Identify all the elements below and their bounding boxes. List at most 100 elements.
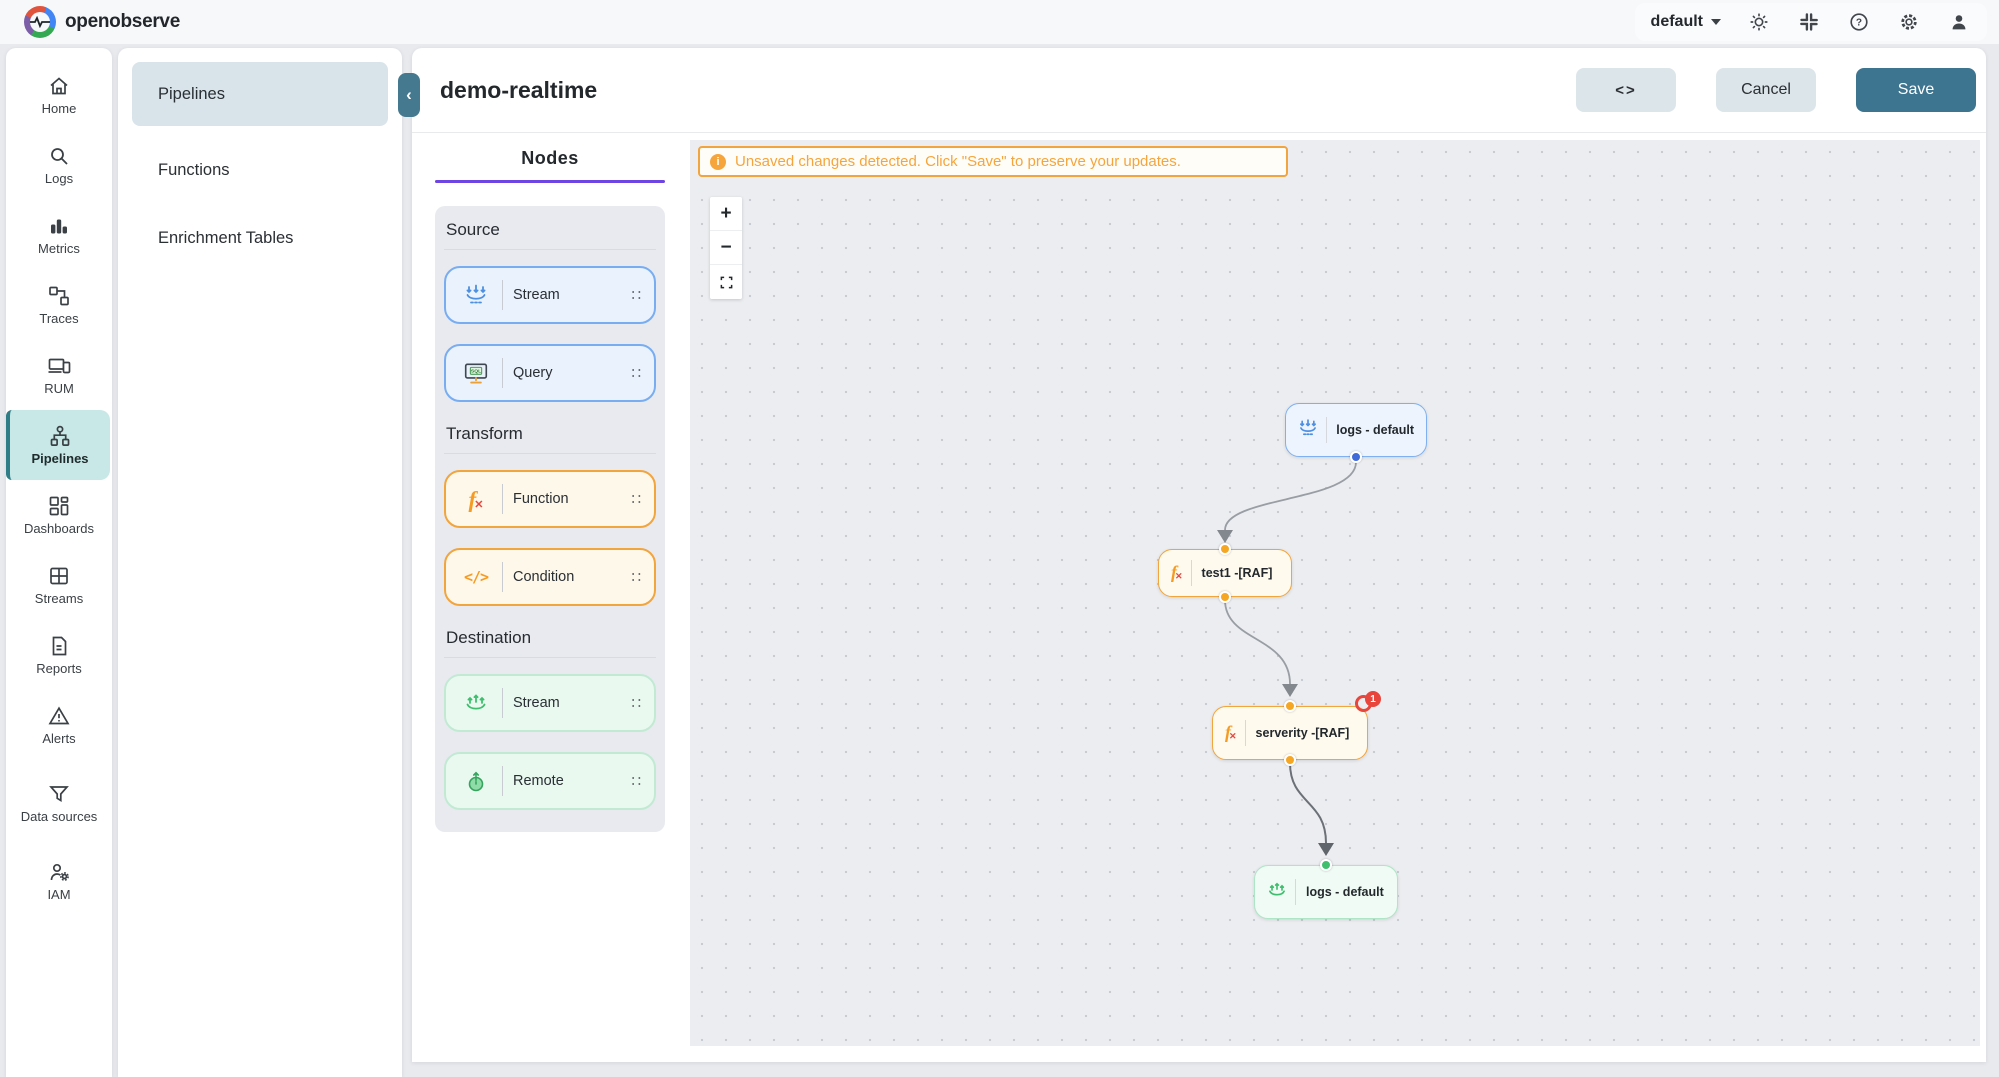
canvas-zoom-controls: + − <box>710 197 742 299</box>
sidebar-item-rum[interactable]: RUM <box>6 340 112 410</box>
sidebar-item-alerts[interactable]: Alerts <box>6 690 112 760</box>
cancel-button[interactable]: Cancel <box>1716 68 1816 112</box>
save-button[interactable]: Save <box>1856 68 1976 112</box>
pipelines-icon <box>50 425 70 446</box>
brand-name: openobserve <box>65 11 180 32</box>
zoom-out-button[interactable]: − <box>710 231 742 265</box>
subnav-item-enrichment-tables[interactable]: Enrichment Tables <box>158 228 294 247</box>
sidebar-item-pipelines[interactable]: Pipelines <box>6 410 110 480</box>
palette-item-condition[interactable]: </> Condition <box>444 548 656 606</box>
nodes-palette: Nodes Source Stream <box>435 148 665 832</box>
bar-chart-icon <box>51 219 68 234</box>
flow-node-destination-stream[interactable]: logs - default <box>1254 865 1398 919</box>
sidebar-item-home[interactable]: Home <box>6 60 112 130</box>
section-title-destination: Destination <box>446 628 532 647</box>
dashboards-icon <box>49 496 69 515</box>
topbar-controls: default ? <box>1634 3 1987 41</box>
active-tab-underline <box>435 180 665 183</box>
sidebar-item-dashboards[interactable]: Dashboards <box>6 480 112 550</box>
openobserve-logo-icon <box>24 6 56 38</box>
user-avatar-icon[interactable] <box>1947 10 1971 34</box>
drag-handle-icon[interactable] <box>631 490 642 508</box>
palette-item-remote-destination[interactable]: Remote <box>444 752 656 810</box>
subnav-item-pipelines[interactable]: Pipelines <box>132 62 388 126</box>
remote-icon <box>458 769 494 793</box>
sidebar-item-iam[interactable]: IAM <box>6 846 112 916</box>
output-handle[interactable] <box>1284 754 1296 766</box>
stream-out-icon <box>458 691 494 715</box>
org-selector[interactable]: default <box>1651 13 1721 31</box>
warning-triangle-icon <box>48 706 70 724</box>
flow-node-function-serverity[interactable]: f✕ serverity -[RAF] 1 <box>1212 691 1381 760</box>
traces-icon <box>49 286 69 305</box>
search-icon <box>51 147 68 165</box>
drag-handle-icon[interactable] <box>631 568 642 586</box>
output-handle[interactable] <box>1350 451 1362 463</box>
brand-logo[interactable]: openobserve <box>24 6 180 38</box>
edge-test1-to-serverity <box>1224 599 1291 685</box>
edge-source-to-test1 <box>1224 461 1357 531</box>
page-title: demo-realtime <box>440 76 598 103</box>
collapse-panel-button[interactable] <box>398 73 420 117</box>
palette-item-query-source[interactable]: SQL Query <box>444 344 656 402</box>
slack-icon[interactable] <box>1797 10 1821 34</box>
pipelines-subnav: Pipelines Functions Enrichment Tables <box>118 48 402 1077</box>
node-error-badge[interactable]: 1 <box>1355 691 1381 712</box>
sidebar-item-logs[interactable]: Logs <box>6 130 112 200</box>
drag-handle-icon[interactable] <box>631 772 642 790</box>
palette-item-stream-destination[interactable]: Stream <box>444 674 656 732</box>
function-icon: f✕ <box>1225 722 1237 742</box>
theme-toggle-icon[interactable] <box>1747 10 1771 34</box>
waveform-icon <box>30 16 50 28</box>
top-bar: openobserve default ? <box>0 0 1999 44</box>
input-handle[interactable] <box>1219 543 1231 555</box>
input-handle[interactable] <box>1284 700 1296 712</box>
org-selector-value: default <box>1650 13 1703 30</box>
subnav-item-functions[interactable]: Functions <box>158 160 230 179</box>
stream-in-icon <box>1298 418 1318 443</box>
funnel-icon <box>49 785 69 802</box>
streams-icon <box>50 567 68 584</box>
input-handle[interactable] <box>1320 859 1332 871</box>
chevron-down-icon <box>1711 19 1721 25</box>
pipeline-canvas[interactable]: i Unsaved changes detected. Click "Save"… <box>690 140 1980 1046</box>
nodes-palette-box: Source Stream <box>435 206 665 832</box>
user-gear-icon <box>50 863 69 881</box>
drag-handle-icon[interactable] <box>631 694 642 712</box>
svg-text:SQL: SQL <box>471 369 481 375</box>
editor-header: demo-realtime <> Cancel Save <box>412 48 1986 133</box>
sidebar-item-metrics[interactable]: Metrics <box>6 200 112 270</box>
pipeline-editor: demo-realtime <> Cancel Save Nodes Sourc… <box>412 48 1986 1062</box>
sidebar-item-streams[interactable]: Streams <box>6 550 112 620</box>
drag-handle-icon[interactable] <box>631 286 642 304</box>
nodes-palette-title: Nodes <box>521 148 579 168</box>
arrowhead-icon <box>1318 843 1334 856</box>
zoom-in-button[interactable]: + <box>710 197 742 231</box>
section-title-transform: Transform <box>446 424 523 443</box>
flow-node-function-test1[interactable]: f✕ test1 -[RAF] <box>1158 549 1292 597</box>
code-icon: <> <box>1615 81 1637 99</box>
function-icon: f✕ <box>1171 562 1183 582</box>
info-icon: i <box>710 153 726 170</box>
sidebar-item-traces[interactable]: Traces <box>6 270 112 340</box>
drag-handle-icon[interactable] <box>631 364 642 382</box>
flow-node-source-stream[interactable]: logs - default <box>1285 403 1427 457</box>
edge-serverity-to-destination <box>1289 762 1327 844</box>
sidebar-item-data-sources[interactable]: Data sources <box>6 760 112 846</box>
stream-in-icon <box>458 283 494 307</box>
palette-item-function[interactable]: f✕ Function <box>444 470 656 528</box>
settings-gear-icon[interactable] <box>1897 10 1921 34</box>
view-json-button[interactable]: <> <box>1576 68 1676 112</box>
sidebar-item-reports[interactable]: Reports <box>6 620 112 690</box>
palette-item-stream-source[interactable]: Stream <box>444 266 656 324</box>
output-handle[interactable] <box>1219 591 1231 603</box>
function-icon: f✕ <box>468 486 484 512</box>
editor-actions: <> Cancel Save <box>1576 68 1976 112</box>
help-icon[interactable]: ? <box>1847 10 1871 34</box>
home-icon <box>50 76 68 94</box>
flow-edges <box>1217 461 1357 856</box>
fit-view-button[interactable] <box>710 265 742 299</box>
main-sidebar: Home Logs Metrics Traces RUM Pipelines D… <box>6 48 112 1077</box>
svg-text:?: ? <box>1856 18 1862 29</box>
